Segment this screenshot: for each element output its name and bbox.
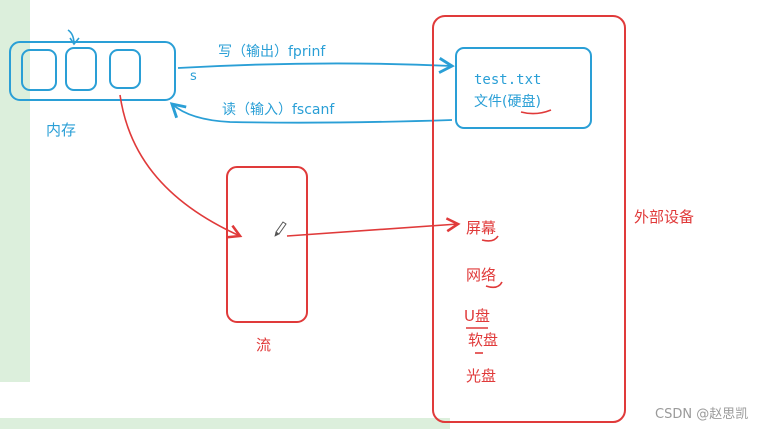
write-label: 写（输出）fprinf — [218, 44, 326, 60]
device-optical: 光盘 — [466, 367, 496, 385]
device-screen: 屏幕 — [466, 219, 496, 237]
watermark: CSDN @赵思凯 — [655, 407, 748, 422]
file-desc-underline — [520, 109, 552, 115]
external-devices-title: 外部设备 — [634, 208, 694, 226]
memory-cell-1 — [21, 49, 57, 91]
memory-to-stream-arrow — [119, 94, 243, 239]
device-floppy: 软盘 — [468, 331, 498, 349]
memory-label: 内存 — [46, 121, 76, 139]
write-arrow — [177, 57, 455, 74]
pencil-cursor-icon — [274, 221, 287, 237]
stream-label: 流 — [256, 336, 271, 354]
memory-outer-rect — [9, 41, 176, 101]
memory-box — [9, 29, 176, 101]
memory-cell-2 — [65, 47, 97, 91]
stream-box — [226, 166, 308, 323]
external-devices-box — [432, 15, 626, 423]
memory-cell-3 — [109, 49, 141, 89]
file-desc: 文件(硬盘) — [474, 93, 541, 110]
file-box — [455, 47, 592, 129]
device-screen-underline — [481, 235, 499, 242]
device-network-underline — [485, 281, 503, 289]
bottom-green-strip — [0, 418, 450, 429]
stream-to-devices-arrow — [286, 217, 461, 237]
left-green-strip — [0, 0, 30, 382]
device-network: 网络 — [466, 266, 496, 284]
memory-s-label: s — [190, 69, 197, 84]
device-usb: U盘 — [464, 307, 490, 325]
pointer-tick-icon — [67, 29, 80, 46]
read-arrow — [169, 102, 453, 124]
file-name: test.txt — [474, 72, 541, 88]
read-label: 读（输入）fscanf — [222, 101, 335, 118]
